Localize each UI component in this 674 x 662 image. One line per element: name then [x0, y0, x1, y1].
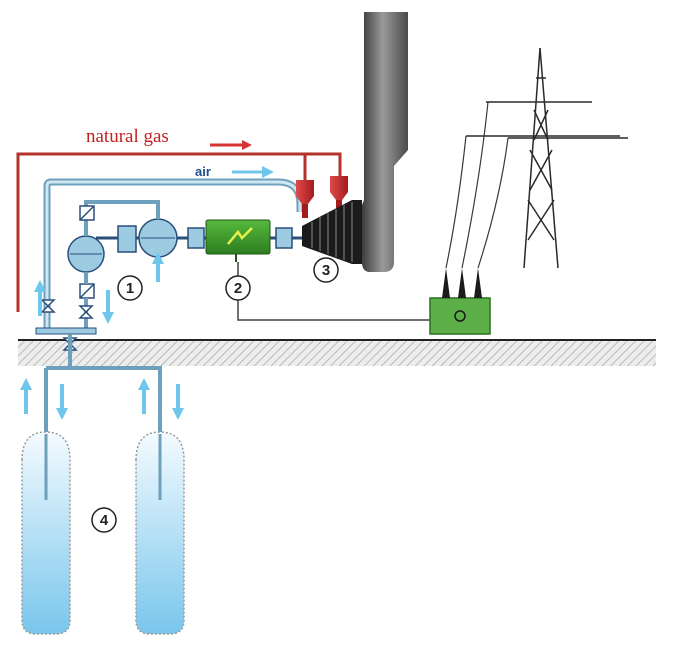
marker-compressor: 1: [117, 275, 143, 301]
natural-gas-line: [16, 140, 342, 312]
transmission-lines: [445, 101, 509, 269]
compressor-flow-arrows: [34, 252, 164, 324]
exhaust-stack-icon: [362, 12, 408, 272]
ground: [18, 339, 656, 366]
marker-turbine: 3: [313, 257, 339, 283]
svg-text:3: 3: [322, 262, 330, 279]
storage-cavern-left: [21, 431, 71, 635]
valve-icon: [35, 299, 97, 368]
air-label: air: [195, 164, 211, 179]
marker-generator: 2: [225, 275, 251, 301]
power-pylon-icon: [466, 47, 628, 269]
natural-gas-label: natural gas: [86, 126, 169, 147]
svg-text:1: 1: [126, 280, 134, 297]
generator-icon: [205, 219, 271, 262]
cavern-piping: [44, 366, 162, 434]
intercooler-icon: [79, 200, 160, 330]
marker-caverns: 4: [91, 507, 117, 533]
gas-turbine-icon: [302, 200, 362, 264]
storage-cavern-right: [135, 431, 185, 635]
svg-text:4: 4: [100, 512, 109, 529]
svg-text:2: 2: [234, 280, 242, 297]
transformer-icon: [429, 268, 491, 335]
cavern-flow-arrows: [20, 378, 184, 420]
drive-shaft: [96, 225, 302, 253]
